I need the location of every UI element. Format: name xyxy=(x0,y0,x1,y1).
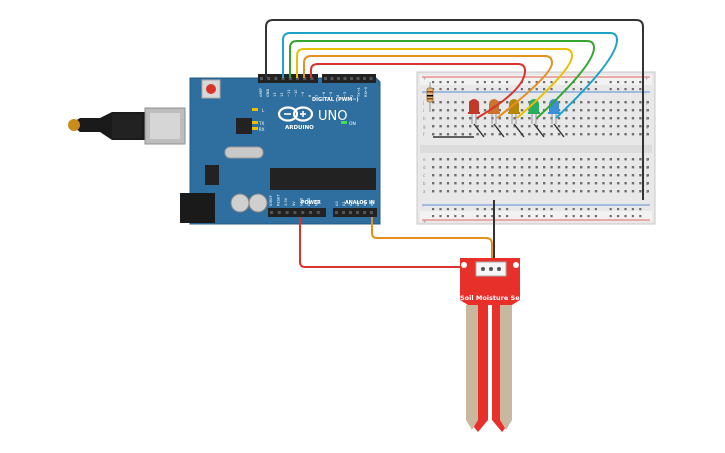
bb-row-letter: a xyxy=(646,189,649,194)
pin-label: A2 xyxy=(349,201,353,206)
sensor-label: Soil Moisture Sensor xyxy=(460,294,537,302)
pin-label: GND xyxy=(299,198,303,206)
board-model: UNO xyxy=(318,109,347,124)
arduino-board: ARDUINO UNO DIGITAL (PWM~) POWER ANALOG … xyxy=(180,74,381,225)
pin-label: Vin xyxy=(315,200,319,206)
pin-label: 7 xyxy=(315,95,319,97)
arduino-logo-text: ARDUINO xyxy=(285,125,314,131)
capacitor-2 xyxy=(248,193,268,213)
power-jack xyxy=(180,193,215,223)
bb-row-letter: b xyxy=(646,181,649,186)
usb-cable xyxy=(68,107,186,145)
pin-label: 12 xyxy=(280,92,284,97)
bb-row-letter: j xyxy=(422,100,424,105)
pin-label: A1 xyxy=(342,201,346,206)
usb-chip xyxy=(236,118,252,134)
pin-label: 8 xyxy=(308,94,312,97)
pin-label: RESET xyxy=(277,194,281,206)
bb-row-letter: i xyxy=(646,108,647,113)
bb-row-letter: j xyxy=(645,100,647,105)
pin-label: 5V xyxy=(292,201,296,206)
bb-row-letter: i xyxy=(423,108,424,113)
resistor xyxy=(426,82,434,112)
analog-label: ANALOG IN xyxy=(345,200,375,206)
pin-label: ~10 xyxy=(294,89,298,97)
pin-label: 13 xyxy=(273,92,277,97)
bb-row-letter: f xyxy=(646,132,648,137)
bb-minus-top: - xyxy=(423,91,425,96)
led-jumper-wires xyxy=(433,123,565,138)
pin-label: ~6 xyxy=(322,91,326,97)
bb-row-letter: f xyxy=(423,132,425,137)
rx-label: RX xyxy=(259,127,265,132)
pin-label: 4 xyxy=(336,94,340,97)
pin-label: RX←0 xyxy=(364,86,368,97)
l-label: L xyxy=(262,108,265,113)
pin-label: A3 xyxy=(356,201,360,206)
bb-row-letter: b xyxy=(423,181,426,186)
pin-label: GND xyxy=(307,198,311,206)
pin-label: IOREF xyxy=(269,195,273,206)
pin-label: ~5 xyxy=(329,92,333,97)
pin-label: 3.3V xyxy=(284,197,288,206)
soil-moisture-sensor: Soil Moisture Sensor xyxy=(460,258,537,432)
bb-plus-top-right: + xyxy=(645,76,648,81)
digital-header-right xyxy=(322,74,376,83)
pin-label: A5 xyxy=(370,201,374,206)
red-led-icon xyxy=(468,99,480,124)
bb-plus-top: + xyxy=(423,76,426,81)
pin-label: ~9 xyxy=(301,91,305,97)
arduino-logo-icon xyxy=(277,106,314,122)
bb-minus-bottom: - xyxy=(423,204,425,209)
crystal xyxy=(224,146,264,159)
microcontroller-chip xyxy=(270,168,376,190)
bb-row-letter: a xyxy=(423,189,426,194)
bb-row-letter: g xyxy=(646,124,649,129)
pin-label: A4 xyxy=(363,201,367,206)
bb-row-letter: e xyxy=(423,157,426,162)
pin-label: 2 xyxy=(350,95,354,97)
signal-wires xyxy=(265,19,644,200)
analog-header xyxy=(333,208,377,217)
pin-label: ~11 xyxy=(287,89,291,97)
bb-row-letter: e xyxy=(646,157,649,162)
tx-label: TX xyxy=(258,121,264,126)
digital-header-left xyxy=(258,74,318,83)
power-label: POWER xyxy=(301,200,321,206)
bb-row-letter: d xyxy=(646,165,649,170)
bb-minus-top-right: - xyxy=(645,91,647,96)
digital-label: DIGITAL (PWM~) xyxy=(312,97,359,103)
bb-row-letter: h xyxy=(423,116,426,121)
power-led xyxy=(341,121,347,124)
bb-row-letter: h xyxy=(646,116,649,121)
power-header xyxy=(268,208,326,217)
capacitor-1 xyxy=(230,193,250,213)
bb-row-letter: g xyxy=(423,124,426,129)
bb-row-letter: c xyxy=(646,173,648,178)
pin-label: TX→1 xyxy=(357,87,361,98)
on-label: ON xyxy=(349,121,356,127)
bb-row-letter: d xyxy=(423,165,426,170)
pin-label: ~3 xyxy=(343,92,347,97)
bb-plus-bottom: + xyxy=(423,219,426,224)
pin-label: GND xyxy=(266,89,270,97)
pin-label: AREF xyxy=(259,88,263,97)
green-led-icon xyxy=(528,99,540,124)
pin-label: A0 xyxy=(335,201,339,206)
bb-row-letter: c xyxy=(423,173,425,178)
